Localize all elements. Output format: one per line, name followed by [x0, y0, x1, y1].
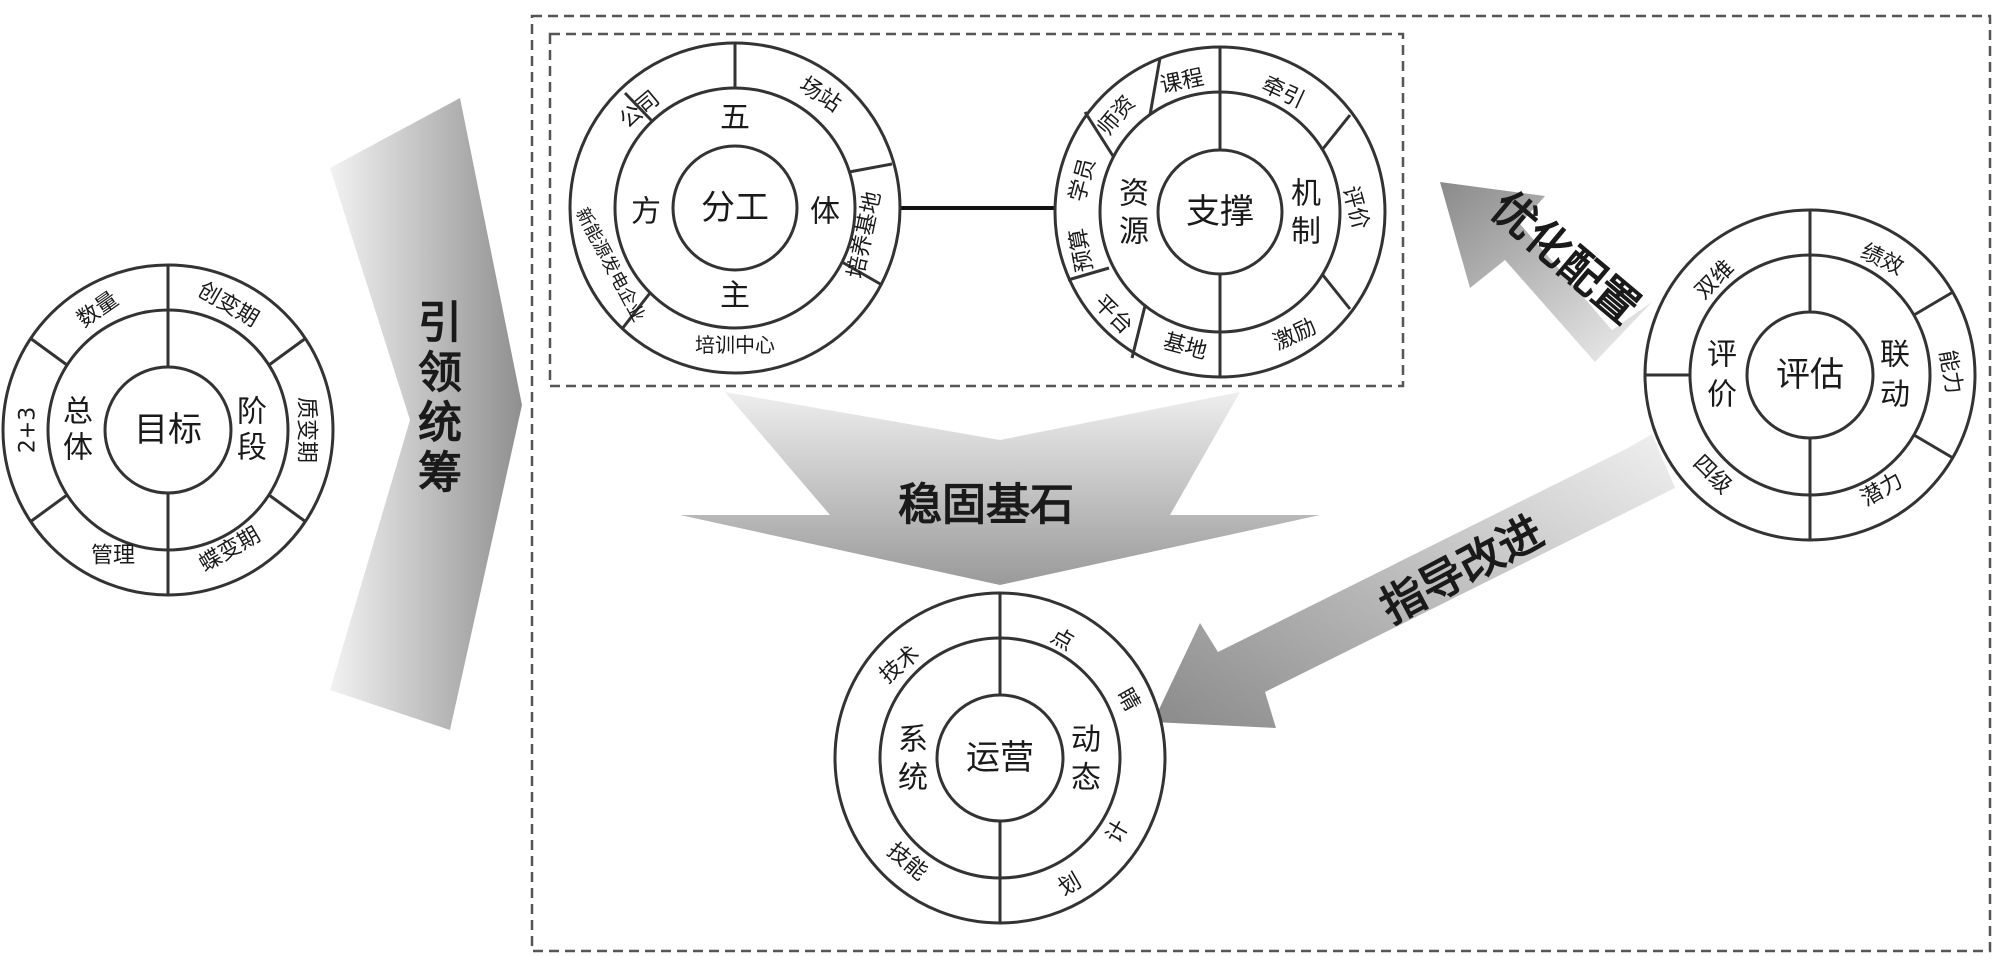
division-circle: 分工 五 方 体 主 公司 场站 新能源发电企业 培养基地 培训中心	[568, 41, 902, 375]
support-left-mid-char2: 源	[1119, 215, 1149, 250]
support-right-mid-char1: 机	[1291, 177, 1321, 212]
stable-down-arrow	[680, 392, 1320, 585]
goal-right-mid-char2: 段	[237, 431, 267, 466]
goal-left-mid-char1: 总	[63, 395, 93, 430]
operation-left-mid-char1: 系	[898, 723, 928, 758]
inner-dashed-frame	[548, 32, 1405, 388]
outer-dashed-frame	[530, 14, 1992, 953]
lead-arrow-char-4: 筹	[418, 448, 462, 499]
evaluation-center-label: 评估	[1776, 355, 1844, 395]
evaluation-right-mid-char1: 联	[1880, 338, 1910, 373]
goal-circle: 目标 总 体 阶 段 数量 创变期 2+3 质变期 管理 蝶变期	[1, 263, 335, 597]
stable-arrow-label: 稳固基石	[898, 480, 1074, 531]
operation-circle: 运营 系 统 动 态 技术 技能 点 睛 计 划	[833, 591, 1167, 925]
operation-left-mid-char2: 统	[898, 761, 928, 796]
goal-outer-2: 2+3	[16, 407, 41, 453]
division-mid-2: 体	[810, 195, 840, 230]
lead-chevron-arrow	[330, 98, 522, 730]
evaluation-circle: 评估 评 价 联 动 双维 四级 绩效 能力 潜力	[1643, 208, 1977, 542]
division-center-label: 分工	[701, 188, 769, 228]
lead-arrow-char-1: 引	[418, 298, 462, 349]
operation-center-label: 运营	[966, 738, 1034, 778]
lead-arrow-char-2: 领	[418, 348, 462, 399]
division-mid-1: 方	[631, 195, 661, 230]
division-mid-0: 五	[720, 101, 750, 136]
division-mid-3: 主	[720, 279, 750, 314]
operation-right-mid-char2: 态	[1071, 761, 1101, 796]
goal-outer-3: 质变期	[294, 397, 319, 463]
support-right-mid-char2: 制	[1291, 215, 1321, 250]
guide-diagonal-arrow	[1153, 434, 1675, 728]
evaluation-left-mid-char2: 价	[1707, 378, 1737, 413]
operation-right-mid-char1: 动	[1071, 723, 1101, 758]
support-left-mid-char1: 资	[1119, 177, 1149, 212]
goal-outer-4: 管理	[91, 544, 135, 569]
goal-right-mid-char1: 阶	[237, 395, 267, 430]
support-circle: 支撑 资 源 机 制 课程 师资 学员 预算 平台 基地 牵引 评价 激励	[1053, 45, 1387, 379]
goal-left-mid-char2: 体	[63, 431, 93, 466]
division-outer-4: 培训中心	[695, 333, 775, 357]
evaluation-left-mid-char1: 评	[1707, 338, 1737, 373]
optimize-diagonal-arrow	[1440, 182, 1652, 362]
lead-arrow-char-3: 统	[418, 398, 462, 449]
goal-center-label: 目标	[134, 410, 202, 450]
support-center-label: 支撑	[1186, 192, 1254, 232]
evaluation-right-mid-char2: 动	[1880, 378, 1910, 413]
